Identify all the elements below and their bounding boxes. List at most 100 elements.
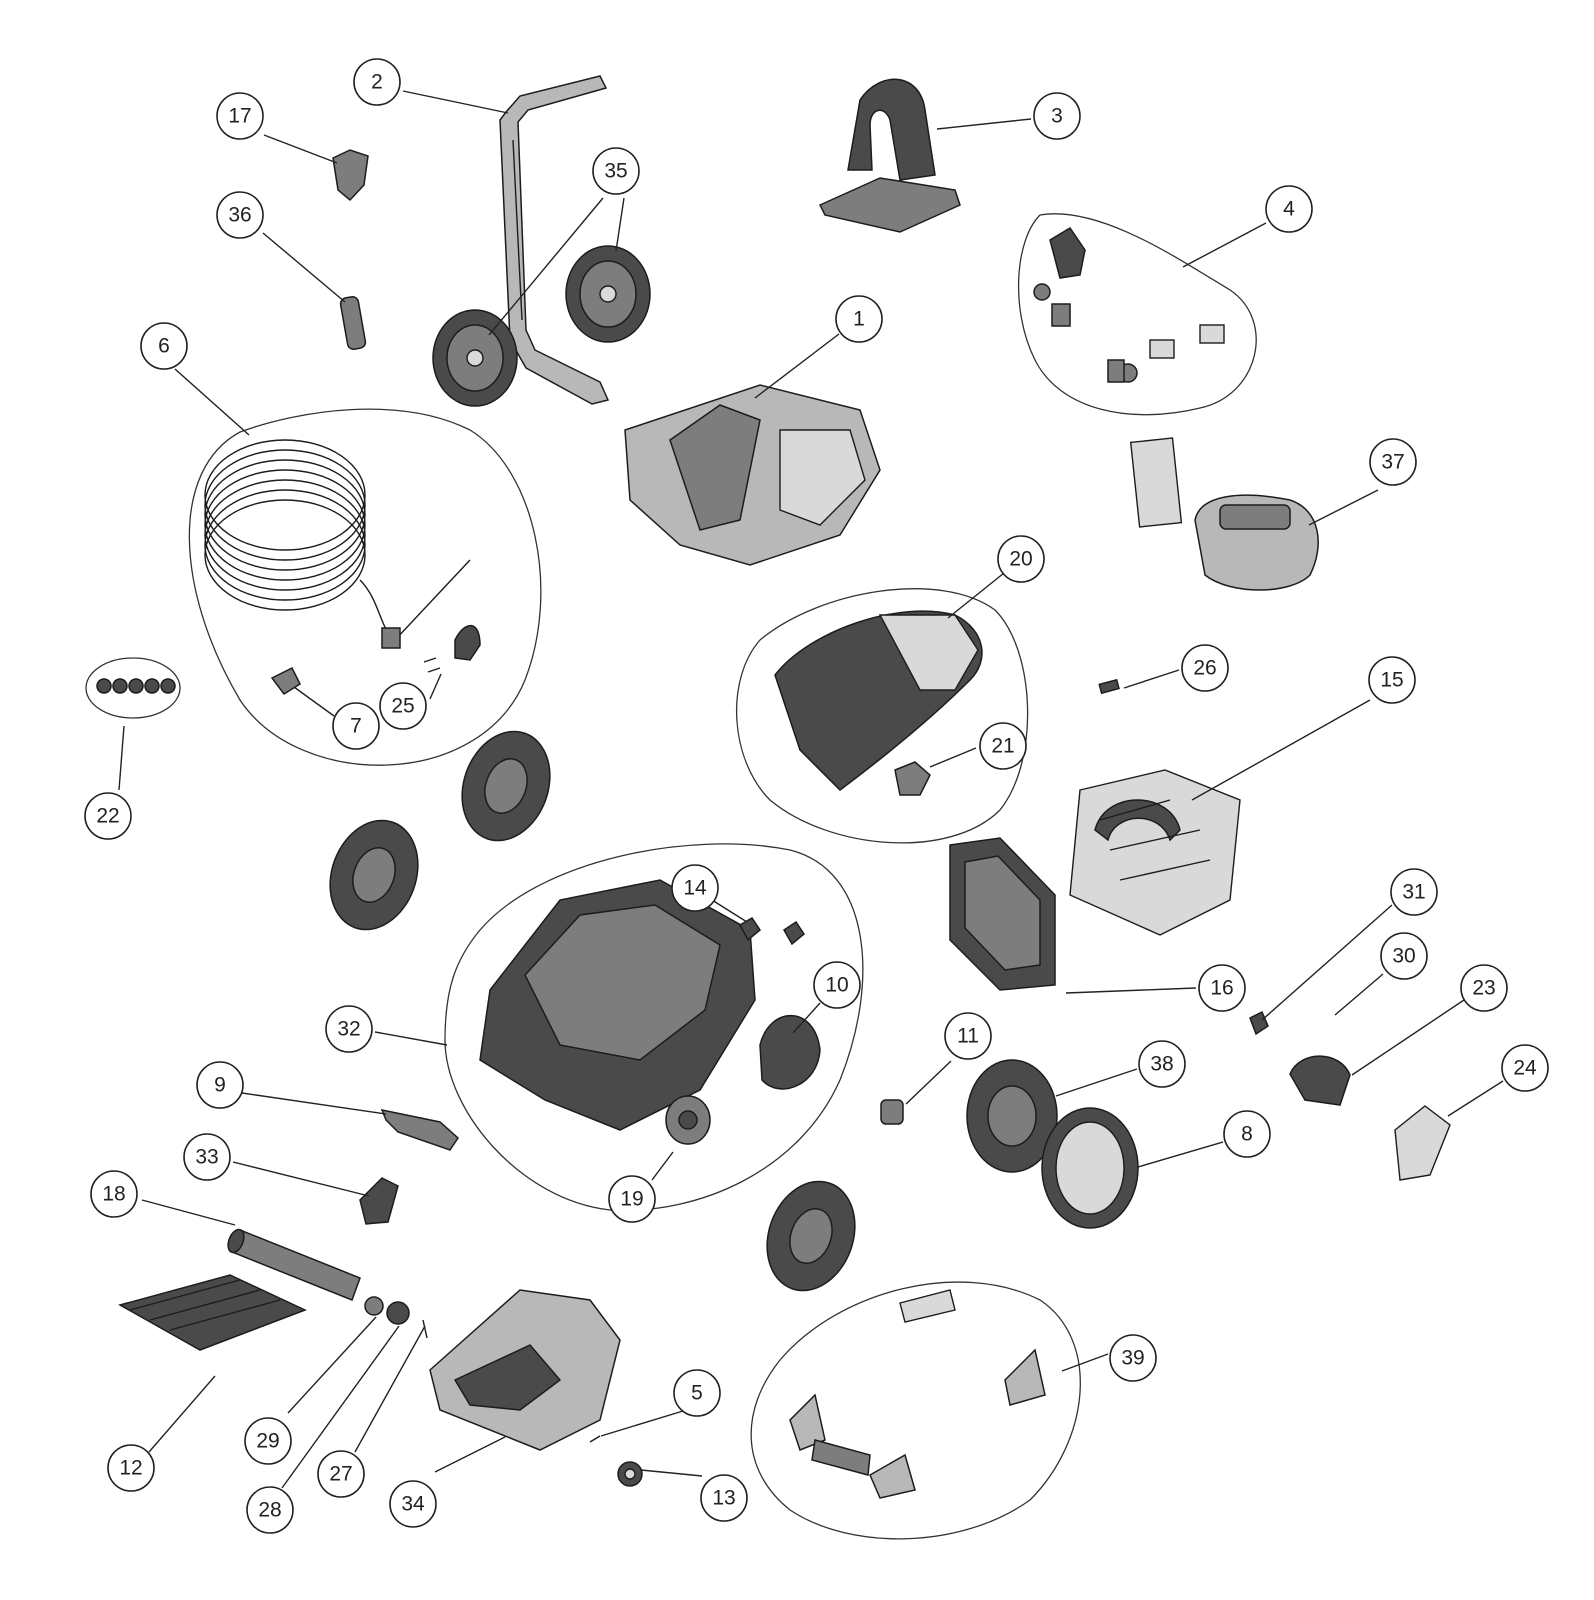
pins-part: [423, 657, 441, 673]
leader-35b: [615, 197, 625, 252]
leader-25: [429, 673, 442, 700]
callout-18: 18: [90, 1170, 138, 1218]
cover-set-39: [789, 1289, 1046, 1499]
callout-7: 7: [332, 702, 380, 750]
side-cap: [759, 1014, 821, 1090]
leader-20: [947, 572, 1005, 619]
svg-text:25: 25: [391, 695, 414, 718]
group-outline-22: [85, 657, 181, 719]
leader-lines: [118, 90, 1504, 1489]
svg-text:24: 24: [1513, 1057, 1537, 1080]
hardware-kit: [1033, 226, 1225, 383]
leader-16: [1065, 987, 1197, 994]
svg-text:11: 11: [957, 1025, 979, 1048]
leader-21: [929, 747, 977, 768]
leader-19: [651, 1151, 674, 1181]
callout-25: 25: [379, 682, 427, 730]
caddy-wheel-left: [432, 309, 518, 407]
callout-15: 15: [1368, 656, 1416, 704]
svg-text:39: 39: [1121, 1347, 1144, 1370]
svg-text:36: 36: [228, 204, 251, 227]
callout-16: 16: [1198, 964, 1246, 1012]
callout-33: 33: [183, 1133, 231, 1181]
group-outline-6: [188, 408, 542, 766]
svg-text:9: 9: [214, 1074, 226, 1097]
leader-38: [1055, 1068, 1138, 1097]
callout-12: 12: [107, 1444, 155, 1492]
leader-17: [263, 134, 338, 164]
swivel-cap-24: [1394, 1105, 1451, 1181]
svg-text:17: 17: [228, 105, 251, 128]
callout-27: 27: [317, 1450, 365, 1498]
svg-text:28: 28: [258, 1499, 281, 1522]
leader-29: [287, 1316, 377, 1414]
leader-27: [354, 1325, 426, 1453]
brush-clip-23: [1289, 1055, 1351, 1106]
svg-text:3: 3: [1051, 105, 1063, 128]
filter-frame: [949, 837, 1056, 991]
callout-11: 11: [944, 1012, 992, 1060]
leader-37: [1308, 489, 1379, 526]
leader-1: [754, 333, 840, 399]
power-supply: [1129, 437, 1319, 591]
callout-30: 30: [1380, 932, 1428, 980]
callout-21: 21: [979, 722, 1027, 770]
leader-10: [792, 1002, 821, 1034]
leader-15: [1191, 699, 1371, 801]
bushing-part: [880, 1099, 904, 1125]
bearing-28: [386, 1301, 410, 1325]
callout-37: 37: [1369, 438, 1417, 486]
leader-39: [1061, 1353, 1109, 1372]
svg-text:27: 27: [329, 1463, 352, 1486]
drive-wheel-upper: [461, 730, 551, 842]
leader-2: [402, 90, 509, 114]
callout-36: 36: [216, 191, 264, 239]
small-hardware-14: [738, 916, 805, 946]
leader-36: [262, 232, 346, 303]
callout-14: 14: [671, 864, 719, 912]
svg-text:1: 1: [853, 308, 865, 331]
leader-18: [141, 1199, 236, 1226]
callout-19: 19: [608, 1175, 656, 1223]
svg-text:16: 16: [1210, 977, 1233, 1000]
svg-text:34: 34: [401, 1493, 425, 1516]
svg-text:12: 12: [119, 1457, 142, 1480]
svg-text:2: 2: [371, 71, 383, 94]
floating-cable-coil: [204, 439, 481, 661]
strip-part-9: [380, 1108, 459, 1151]
tire-8: [1041, 1107, 1139, 1229]
svg-text:4: 4: [1283, 198, 1295, 221]
callout-5: 5: [673, 1369, 721, 1417]
svg-text:33: 33: [195, 1146, 218, 1169]
callout-6: 6: [140, 322, 188, 370]
callout-24: 24: [1501, 1044, 1549, 1092]
wheel-38: [966, 1059, 1058, 1173]
svg-text:5: 5: [691, 1382, 703, 1405]
drive-wheel-lower: [766, 1180, 856, 1292]
pin-27: [422, 1319, 428, 1339]
callout-13: 13: [700, 1474, 748, 1522]
group-outline-32: [444, 843, 864, 1212]
callout-29: 29: [244, 1417, 292, 1465]
svg-text:19: 19: [620, 1188, 643, 1211]
top-cover: [774, 610, 983, 791]
swivel-part: [270, 666, 301, 696]
gear-part: [665, 1095, 711, 1145]
filter-basket: [1069, 769, 1241, 936]
chassis-body: [479, 879, 756, 1131]
svg-text:13: 13: [712, 1487, 735, 1510]
washer-13: [617, 1461, 643, 1487]
svg-text:23: 23: [1472, 977, 1495, 1000]
callout-17: 17: [216, 92, 264, 140]
svg-text:37: 37: [1381, 451, 1404, 474]
svg-text:30: 30: [1392, 945, 1415, 968]
svg-text:38: 38: [1150, 1053, 1173, 1076]
robot-top-body: [624, 384, 881, 566]
callout-1: 1: [835, 295, 883, 343]
brush-pads-12: [118, 1274, 307, 1351]
small-plug-part: [1098, 678, 1120, 695]
leader-26: [1123, 669, 1180, 689]
callout-39: 39: [1109, 1334, 1157, 1382]
drive-wheel-left: [329, 819, 419, 931]
